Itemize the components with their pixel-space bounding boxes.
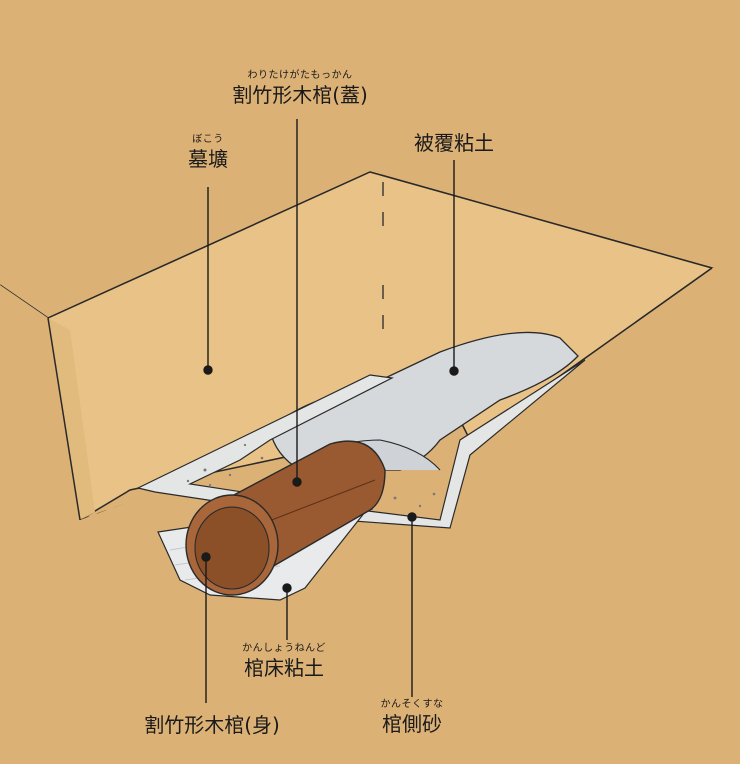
- side-sand-ruby: かんそくすな: [380, 699, 444, 710]
- coffin-lid-ruby: わりたけがたもっかん: [247, 70, 353, 81]
- side-sand-label: かんそくすな 棺側砂: [381, 699, 444, 737]
- bed-clay-label: かんしょうねんど 棺床粘土: [242, 643, 326, 681]
- coffin-body-label: 割竹形木棺(身): [144, 712, 280, 738]
- bed-clay-ruby: かんしょうねんど: [242, 643, 326, 654]
- sand-speckles: [186, 443, 436, 511]
- covering-clay-text: 被覆粘土: [414, 131, 494, 155]
- burial-pit-label: ぼこう 墓壙: [188, 134, 228, 172]
- coffin-end-inner: [194, 506, 270, 590]
- coffin-lid-label: わりたけがたもっかん 割竹形木棺(蓋): [232, 70, 368, 108]
- side-sand-text: 棺側砂: [382, 712, 442, 736]
- leader-lines: [201, 119, 459, 703]
- burial-pit-ruby: ぼこう: [192, 134, 224, 145]
- pit-left-rim: [47, 317, 81, 521]
- burial-pit-text: 墓壙: [188, 147, 228, 171]
- coffin-body-text: 割竹形木棺(身): [144, 713, 280, 737]
- side-sand-platform: [136, 359, 586, 529]
- covering-clay-label: 被覆粘土: [414, 130, 494, 156]
- coffin-lid-text: 割竹形木棺(蓋): [232, 83, 368, 107]
- pit-left-wall: [48, 318, 95, 520]
- bed-clay-text: 棺床粘土: [243, 656, 324, 680]
